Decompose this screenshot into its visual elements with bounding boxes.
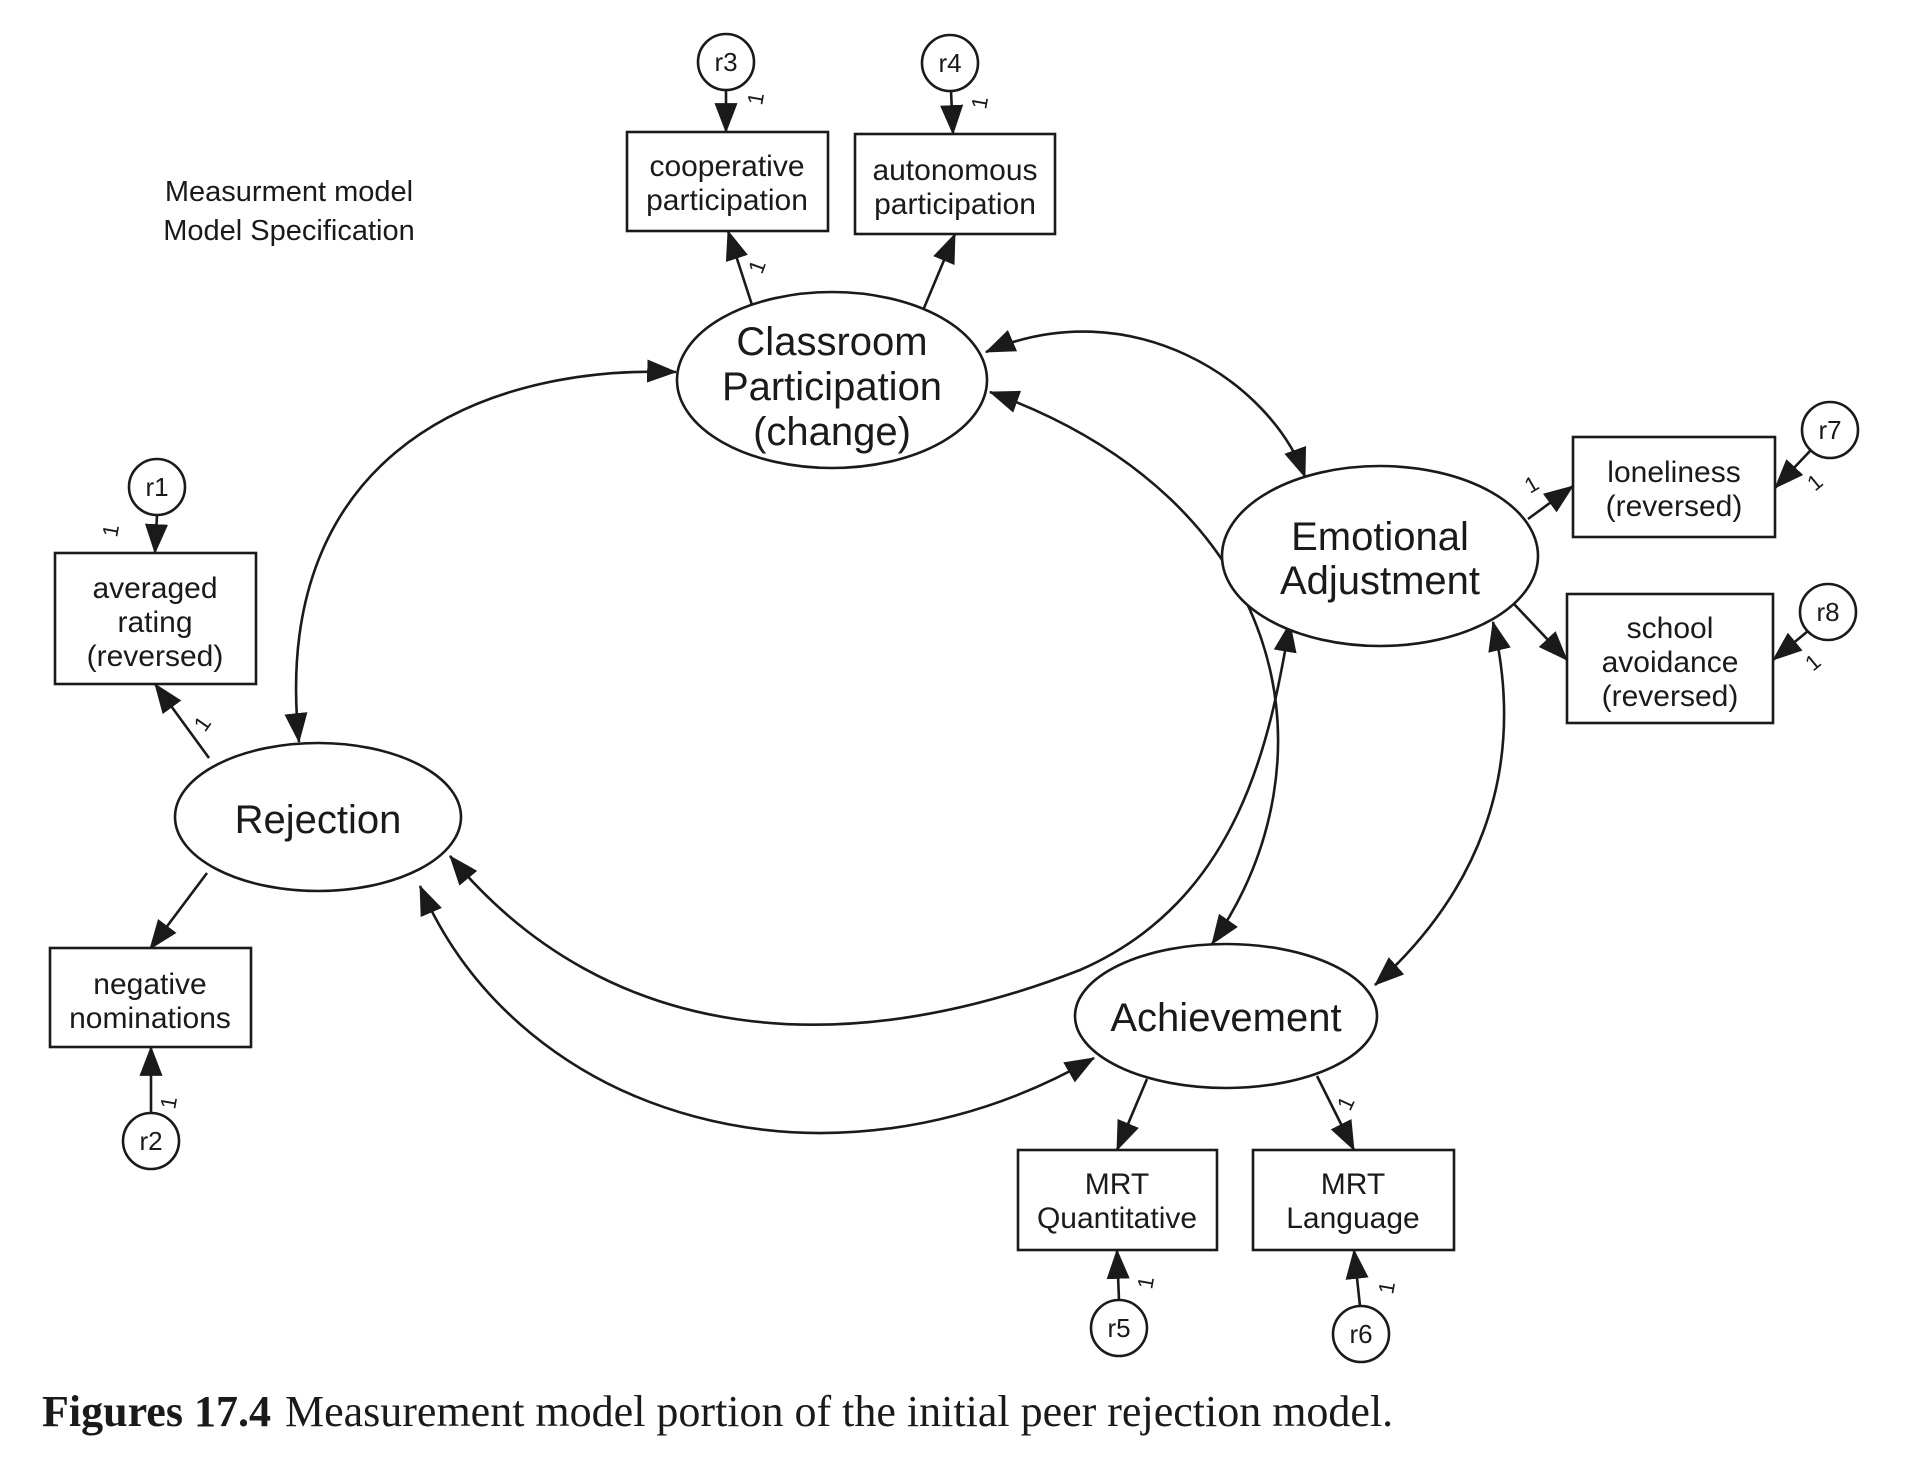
err-r8-path xyxy=(1772,629,1809,662)
error-label: r6 xyxy=(1349,1319,1372,1349)
observed-label: Language xyxy=(1286,1202,1419,1235)
observed-label: (reversed) xyxy=(1606,490,1743,523)
error-r1[interactable]: r1 xyxy=(127,457,187,517)
one-label: 1 xyxy=(1373,1279,1400,1295)
one-label: 1 xyxy=(1332,1092,1360,1114)
cov-classroom-achievement xyxy=(988,390,1280,945)
load-rejection-averaged xyxy=(153,683,211,759)
latent-label: Rejection xyxy=(235,798,402,842)
load-achievement-mrtl xyxy=(1315,1075,1356,1152)
load-classroom-autonomous xyxy=(922,232,957,309)
error-label: r4 xyxy=(938,48,961,78)
observed-label: Quantitative xyxy=(1037,1202,1197,1235)
observed-label: averaged xyxy=(92,572,217,605)
error-label: r1 xyxy=(145,472,168,502)
load-classroom-cooperative xyxy=(725,229,754,306)
cov-rejection-achievement xyxy=(418,884,1096,1135)
loading-paths xyxy=(148,229,1574,1152)
latent-achievement[interactable]: Achievement xyxy=(1073,942,1379,1090)
latent-emotional-adjustment[interactable]: Emotional Adjustment xyxy=(1220,464,1540,648)
one-label: 1 xyxy=(97,522,124,538)
figure-caption-text: Measurement model portion of the initial… xyxy=(284,1387,1394,1436)
observed-label: (reversed) xyxy=(87,640,224,673)
observed-cooperative-participation[interactable]: cooperative participation xyxy=(625,130,830,233)
load-emotional-school xyxy=(1513,603,1568,661)
header-line-1: Measurment model xyxy=(165,176,413,208)
observed-label: cooperative xyxy=(649,150,804,183)
observed-label: (reversed) xyxy=(1602,680,1739,713)
err-r4-path xyxy=(940,90,964,136)
err-r7-path xyxy=(1774,450,1811,489)
latent-label: Adjustment xyxy=(1280,559,1480,603)
figure-caption-label: Figures 17.4 xyxy=(42,1387,271,1436)
one-label: 1 xyxy=(743,257,771,277)
latent-label: Achievement xyxy=(1110,996,1341,1040)
error-r6[interactable]: r6 xyxy=(1331,1304,1391,1364)
observed-label: school xyxy=(1627,612,1714,645)
err-r1-path xyxy=(144,514,169,555)
observed-mrt-quantitative[interactable]: MRT Quantitative xyxy=(1016,1148,1219,1252)
latent-label: Emotional xyxy=(1291,515,1469,559)
one-label: 1 xyxy=(1520,471,1543,499)
error-r7[interactable]: r7 xyxy=(1800,400,1860,460)
error-label: r5 xyxy=(1107,1313,1130,1343)
latent-classroom-participation[interactable]: Classroom Participation (change) xyxy=(675,290,989,470)
error-r3[interactable]: r3 xyxy=(696,32,756,92)
observed-label: participation xyxy=(874,188,1036,221)
load-emotional-loneliness xyxy=(1527,484,1574,521)
observed-averaged-rating[interactable]: averaged rating (reversed) xyxy=(53,551,258,686)
observed-autonomous-participation[interactable]: autonomous participation xyxy=(853,132,1057,236)
observed-label: autonomous xyxy=(872,154,1037,187)
error-r5[interactable]: r5 xyxy=(1089,1298,1149,1358)
one-label: 1 xyxy=(1802,469,1827,496)
observed-school-avoidance[interactable]: school avoidance (reversed) xyxy=(1565,592,1775,725)
one-label: 1 xyxy=(155,1094,182,1110)
error-r2[interactable]: r2 xyxy=(121,1111,181,1171)
one-label: 1 xyxy=(1800,649,1825,676)
one-label: 1 xyxy=(1132,1274,1159,1290)
observed-label: avoidance xyxy=(1602,646,1739,679)
latent-label: Participation xyxy=(722,365,942,409)
error-r8[interactable]: r8 xyxy=(1798,582,1858,642)
latent-label: Classroom xyxy=(736,320,927,364)
figure-caption: Figures 17.4 Measurement model portion of… xyxy=(42,1386,1393,1437)
latent-rejection[interactable]: Rejection xyxy=(173,741,463,893)
error-label: r7 xyxy=(1818,415,1841,445)
latent-label: (change) xyxy=(753,410,911,454)
one-label: 1 xyxy=(742,90,769,106)
observed-label: participation xyxy=(646,184,808,217)
error-label: r2 xyxy=(139,1126,162,1156)
error-label: r8 xyxy=(1816,597,1839,627)
observed-mrt-language[interactable]: MRT Language xyxy=(1251,1148,1456,1252)
observed-label: nominations xyxy=(69,1002,231,1035)
error-paths xyxy=(139,90,1811,1307)
load-rejection-negative xyxy=(148,872,209,950)
error-r4[interactable]: r4 xyxy=(920,33,980,93)
load-achievement-mrtq xyxy=(1115,1078,1149,1152)
one-label: 1 xyxy=(966,94,993,110)
observed-loneliness[interactable]: loneliness (reversed) xyxy=(1571,435,1777,539)
observed-negative-nominations[interactable]: negative nominations xyxy=(48,946,253,1049)
observed-label: negative xyxy=(93,968,206,1001)
cov-classroom-emotional xyxy=(984,330,1307,479)
err-r6-path xyxy=(1345,1248,1369,1307)
err-r5-path xyxy=(1106,1248,1130,1301)
observed-label: loneliness xyxy=(1607,456,1740,489)
covariance-paths xyxy=(284,330,1511,1135)
observed-label: MRT xyxy=(1321,1168,1385,1201)
observed-label: rating xyxy=(117,606,192,639)
cov-emotional-achievement xyxy=(1374,620,1511,986)
header-line-2: Model Specification xyxy=(163,215,414,247)
observed-label: MRT xyxy=(1085,1168,1149,1201)
one-label: 1 xyxy=(189,711,217,735)
cov-classroom-rejection xyxy=(284,359,678,744)
error-label: r3 xyxy=(714,47,737,77)
